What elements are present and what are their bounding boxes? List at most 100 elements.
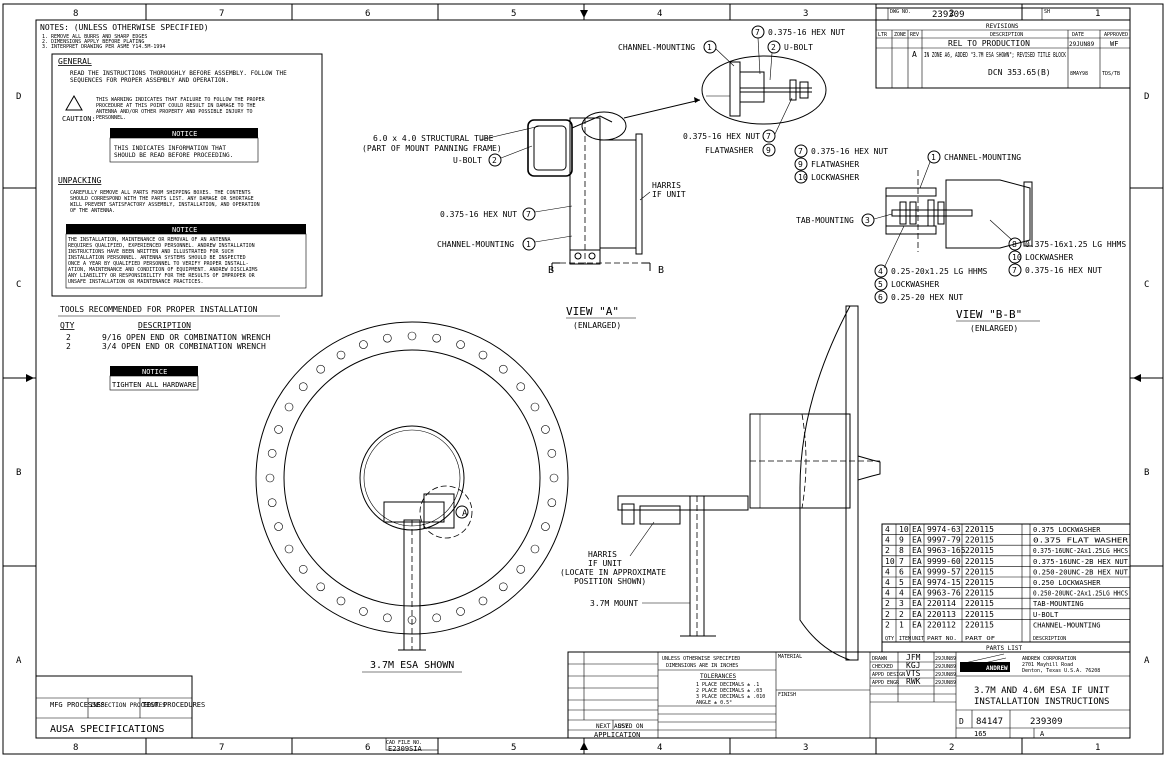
callout-number: 7 <box>766 132 771 141</box>
zone-column-label: 6 <box>365 743 370 753</box>
zone-column-label: 5 <box>511 9 516 19</box>
parts-list-unit: EA <box>912 620 922 629</box>
side-harris-label: IF UNIT <box>588 559 622 568</box>
parts-list-of: 220115 <box>965 536 994 545</box>
parts-list-part: 9963-165 <box>927 546 966 555</box>
tol-header: UNLESS OTHERWISE SPECIFIED <box>662 656 740 662</box>
rev-dwg-label: DWG NO. <box>890 9 911 15</box>
rev-header: DESCRIPTION <box>990 32 1023 38</box>
rev-header: APPROVED <box>1104 32 1128 38</box>
unpacking-heading: UNPACKING <box>58 176 102 185</box>
tools-desc: 9/16 OPEN END OR COMBINATION WRENCH <box>102 333 271 342</box>
bolt-hole <box>336 350 346 360</box>
used-on-label: USED ON <box>618 723 644 730</box>
drawing-title: INSTALLATION INSTRUCTIONS <box>974 697 1109 707</box>
callout-number: 9 <box>798 160 803 169</box>
tol-line: 1 PLACE DECIMALS ± .1 <box>696 682 759 688</box>
view-bb-drawing <box>885 170 1033 252</box>
bolt-hole <box>547 498 557 507</box>
view-a-ifunit-label: IF UNIT <box>652 190 686 199</box>
parts-list-of: 220115 <box>965 620 994 629</box>
sign-name: KGJ <box>906 661 920 670</box>
view-bb-bolt-label: 0.375-16 HEX NUT <box>1025 266 1102 275</box>
note-line: 3. INTERPRET DRAWING PER ASME Y14.5M-199… <box>42 44 165 50</box>
parts-list-unit: EA <box>912 525 922 534</box>
caution-text: THIS WARNING INDICATES THAT FAILURE TO F… <box>96 97 266 103</box>
company-line: ANDREW CORPORATION <box>1022 656 1076 662</box>
sign-date: 29JUN89 <box>935 672 956 678</box>
section-marker: B <box>658 265 664 276</box>
note-line: 1. REMOVE ALL BURRS AND SHARP EDGES <box>42 34 147 40</box>
bolt-hole <box>530 402 540 412</box>
bolt-hole <box>516 564 526 574</box>
bolt-hole <box>516 382 526 392</box>
bolt-hole <box>456 607 465 616</box>
parts-list-unit: EA <box>912 567 922 576</box>
company-line: 2701 Mayhill Road <box>1022 662 1073 668</box>
detail-channel-label: CHANNEL-MOUNTING <box>618 43 695 52</box>
parts-list-item: 7 <box>899 557 904 566</box>
bolt-hole <box>316 364 326 374</box>
bolt-hole <box>267 498 277 507</box>
notice-label: NOTICE <box>142 368 167 376</box>
notes-header: NOTES: (UNLESS OTHERWISE SPECIFIED) <box>40 23 209 32</box>
cad-label: CAD FILE NO. <box>386 740 422 746</box>
bolt-hole <box>284 544 294 554</box>
zone-column-label: 7 <box>219 743 224 753</box>
bolt-hole <box>498 364 508 374</box>
rev-row-date: 29JUN89 <box>1069 41 1095 48</box>
parts-list-part: 9974-15 <box>927 578 961 587</box>
zone-column-label: 3 <box>803 743 808 753</box>
notice-body <box>65 233 307 289</box>
callout-balloon <box>1008 237 1022 251</box>
callout-balloon <box>794 157 808 171</box>
view-bb-subtitle: (ENLARGED) <box>970 324 1018 333</box>
rev-row-appr: WF <box>1110 40 1118 48</box>
parts-list-unit: EA <box>912 610 922 619</box>
parts-list-qty: 2 <box>885 546 890 555</box>
view-bb-title: VIEW "B-B" <box>956 308 1022 321</box>
notice-text: UNSAFE INSTALLATION OR MAINTENANCE PRACT… <box>68 279 203 285</box>
bolt-hole <box>541 522 550 531</box>
callout-balloon <box>762 129 776 143</box>
rev-row-date: 8MAY98 <box>1070 71 1088 77</box>
general-text: READ THE INSTRUCTIONS THOROUGHLY BEFORE … <box>70 70 287 77</box>
notice-banner <box>66 224 306 234</box>
rev-sheet-label: SH <box>1044 9 1050 15</box>
rev-header: REV <box>910 32 919 38</box>
view-a-tube-label: 6.0 x 4.0 STRUCTURAL TUBE <box>373 134 494 143</box>
bolt-hole <box>541 425 550 434</box>
callout-number: 1 <box>526 240 531 249</box>
parts-list-of: 220115 <box>965 578 994 587</box>
parts-list-desc: 0.250-20UNC-2B HEX NUT <box>1033 568 1129 576</box>
bolt-hole <box>432 333 441 343</box>
notice-text: THIS INDICATES INFORMATION THAT <box>114 145 226 152</box>
notice-text: THE INSTALLATION, MAINTENANCE OR REMOVAL… <box>68 237 231 243</box>
finish-label: FINISH <box>778 692 796 698</box>
view-a-title: VIEW "A" <box>566 305 619 318</box>
parts-list-qty: 2 <box>885 620 890 629</box>
parts-list-unit: EA <box>912 536 922 545</box>
parts-list-of: 220115 <box>965 557 994 566</box>
proc-label: INSPECTION PROCEDURES <box>90 702 166 709</box>
rev-header: ZONE <box>894 32 906 38</box>
parts-list-item: 8 <box>899 546 904 555</box>
zone-column-label: 5 <box>511 743 516 753</box>
view-bb-hardware-label: LOCKWASHER <box>811 173 859 182</box>
bolt-hole <box>407 331 417 341</box>
bolt-hole <box>336 596 346 606</box>
callout-number: 2 <box>771 43 776 52</box>
side-harris-label: HARRIS <box>588 550 617 559</box>
callout-balloon <box>861 213 875 227</box>
sign-name: RWK <box>906 677 921 686</box>
callout-number: 3 <box>865 216 870 225</box>
caution-text: ANTENNA AND/OR OTHER PROPERTY AND POSSIB… <box>96 109 253 115</box>
parts-list-part: 9963-76 <box>927 589 961 598</box>
bolt-hole <box>298 382 308 392</box>
caution-text: PERSONNEL. <box>96 115 126 121</box>
sign-role: CHECKED <box>872 664 893 670</box>
parts-list-unit: EA <box>912 578 922 587</box>
parts-list-grid <box>881 523 1131 653</box>
